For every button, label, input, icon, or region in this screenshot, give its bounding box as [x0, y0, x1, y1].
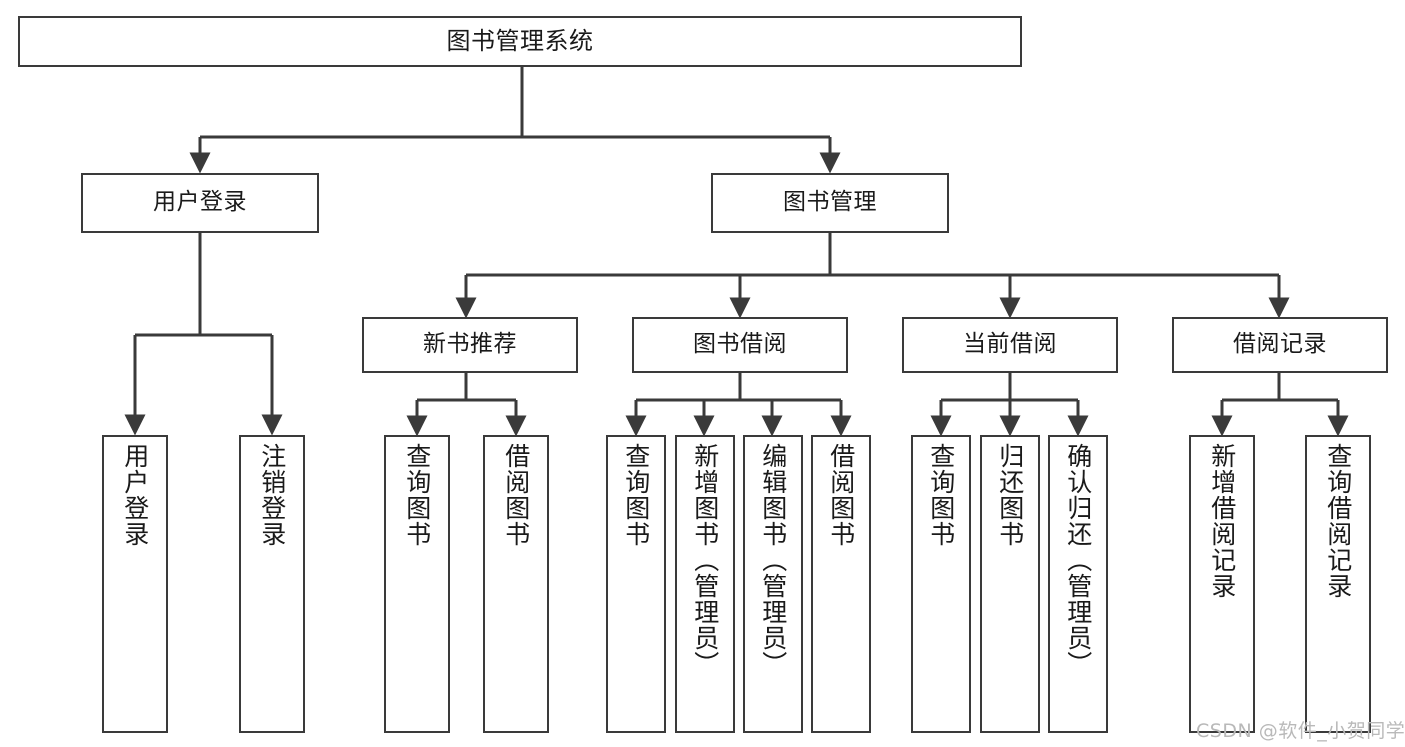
node-leaf-query-book-2-label: 查询图书 — [621, 443, 651, 547]
node-leaf-query-record-label: 查询借阅记录 — [1323, 443, 1353, 599]
node-leaf-add-record-label: 新增借阅记录 — [1207, 443, 1237, 599]
node-leaf-edit-book-label: 编辑图书（管理员） — [758, 443, 788, 677]
node-leaf-user-logout-label: 注销登录 — [257, 443, 287, 547]
node-leaf-user-logout[interactable]: 注销登录 — [239, 435, 305, 733]
node-leaf-user-login-label: 用户登录 — [120, 443, 150, 547]
node-book-manage-label: 图书管理 — [783, 189, 877, 216]
node-current-borrow-label: 当前借阅 — [963, 331, 1057, 358]
node-borrow-record[interactable]: 借阅记录 — [1172, 317, 1388, 373]
node-leaf-confirm-return[interactable]: 确认归还（管理员） — [1048, 435, 1108, 733]
node-leaf-query-book-2[interactable]: 查询图书 — [606, 435, 666, 733]
node-leaf-query-book-3[interactable]: 查询图书 — [911, 435, 971, 733]
node-leaf-add-book[interactable]: 新增图书（管理员） — [675, 435, 735, 733]
node-user-login-label: 用户登录 — [153, 189, 247, 216]
node-new-book-recommend[interactable]: 新书推荐 — [362, 317, 578, 373]
node-leaf-edit-book[interactable]: 编辑图书（管理员） — [743, 435, 803, 733]
node-leaf-return-book-label: 归还图书 — [995, 443, 1025, 547]
node-book-manage[interactable]: 图书管理 — [711, 173, 949, 233]
node-root-system[interactable]: 图书管理系统 — [18, 16, 1022, 67]
node-leaf-borrow-book-1[interactable]: 借阅图书 — [483, 435, 549, 733]
node-leaf-borrow-book-2[interactable]: 借阅图书 — [811, 435, 871, 733]
node-leaf-borrow-book-2-label: 借阅图书 — [826, 443, 856, 547]
node-leaf-query-book-1-label: 查询图书 — [402, 443, 432, 547]
node-leaf-add-book-label: 新增图书（管理员） — [690, 443, 720, 677]
node-book-borrow[interactable]: 图书借阅 — [632, 317, 848, 373]
watermark-text: CSDN @软件_小贺同学 — [1196, 720, 1405, 742]
node-borrow-record-label: 借阅记录 — [1233, 331, 1327, 358]
node-new-book-recommend-label: 新书推荐 — [423, 331, 517, 358]
node-book-borrow-label: 图书借阅 — [693, 331, 787, 358]
node-leaf-add-record[interactable]: 新增借阅记录 — [1189, 435, 1255, 733]
node-leaf-query-book-3-label: 查询图书 — [926, 443, 956, 547]
node-root-system-label: 图书管理系统 — [446, 27, 594, 56]
node-leaf-query-book-1[interactable]: 查询图书 — [384, 435, 450, 733]
node-leaf-confirm-return-label: 确认归还（管理员） — [1063, 443, 1093, 677]
node-leaf-borrow-book-1-label: 借阅图书 — [501, 443, 531, 547]
node-leaf-query-record[interactable]: 查询借阅记录 — [1305, 435, 1371, 733]
node-leaf-user-login[interactable]: 用户登录 — [102, 435, 168, 733]
node-current-borrow[interactable]: 当前借阅 — [902, 317, 1118, 373]
node-leaf-return-book[interactable]: 归还图书 — [980, 435, 1040, 733]
node-user-login[interactable]: 用户登录 — [81, 173, 319, 233]
